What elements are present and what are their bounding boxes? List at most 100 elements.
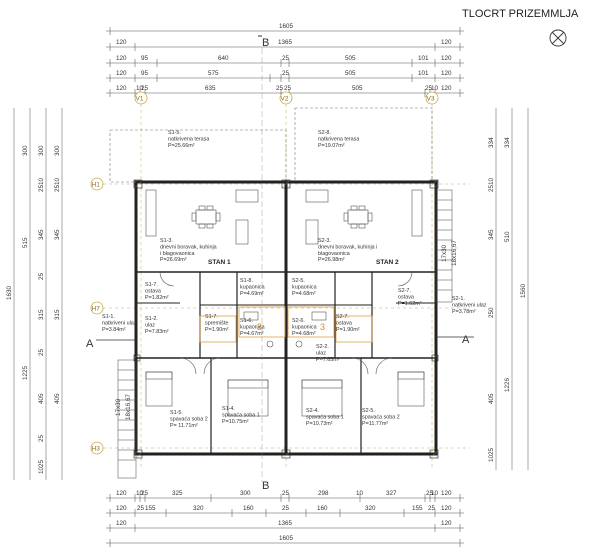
section-mark-a-left: A bbox=[86, 338, 94, 350]
dim-label: 334 bbox=[504, 137, 511, 148]
dim-label: 640 bbox=[218, 55, 229, 62]
dim-label: 505 bbox=[352, 85, 363, 92]
building-walls bbox=[134, 180, 438, 456]
structural-columns bbox=[133, 179, 439, 459]
room-label-line: P=1.62m² bbox=[398, 301, 422, 307]
room-label-line: S2-1. bbox=[452, 296, 465, 302]
dim-label: 95 bbox=[141, 55, 149, 62]
dim-label: 345 bbox=[488, 229, 495, 240]
room-label-line: S1-2. bbox=[145, 316, 158, 322]
room-label-line: P=11.77m² bbox=[362, 421, 388, 427]
dim-label: 315 bbox=[54, 309, 61, 320]
dim-label: 320 bbox=[365, 505, 376, 512]
axis-label-h1: H1 bbox=[92, 182, 101, 189]
axis-markers-top: V1 V2 V3 bbox=[134, 91, 439, 105]
room-label-line: S1-1. bbox=[102, 314, 115, 320]
bottom-dimension-lines bbox=[106, 494, 464, 547]
dim-label: 510 bbox=[504, 231, 511, 242]
furniture bbox=[145, 189, 425, 417]
dim-label: 25 bbox=[282, 490, 290, 497]
dim-label: 2510 bbox=[54, 177, 61, 192]
dim-label: 120 bbox=[441, 55, 452, 62]
dim-label: 25 bbox=[282, 505, 290, 512]
room-label-line: spavaća soba 1 bbox=[222, 412, 260, 418]
dim-label: 635 bbox=[205, 85, 216, 92]
room-label-line: P=4.68m² bbox=[292, 331, 316, 337]
dim-label: 345 bbox=[38, 229, 45, 240]
room-label-line: spavaća soba 2 bbox=[170, 416, 208, 422]
dim-label: 405 bbox=[54, 393, 61, 404]
highlight-bathrooms bbox=[199, 306, 373, 343]
top-dimension-values: 1605 120 1365 120 120 95 640 25 505 101 … bbox=[116, 23, 452, 92]
dim-label: 320 bbox=[193, 505, 204, 512]
axis-label-v2: V2 bbox=[281, 96, 289, 103]
dim-label: 1226 bbox=[504, 377, 511, 392]
room-label-line: P=19.07m² bbox=[318, 143, 345, 149]
dim-label: 120 bbox=[116, 490, 127, 497]
dim-label: 2510 bbox=[38, 177, 45, 192]
dim-label: 315 bbox=[38, 309, 45, 320]
dim-label: 250 bbox=[488, 307, 495, 318]
marker-3-left: 3 bbox=[257, 322, 262, 332]
room-label-line: S1-7. bbox=[205, 314, 218, 320]
stairs-right bbox=[435, 189, 453, 303]
right-dimension-values: 334 2510 345 250 405 1025 334 510 1226 1… bbox=[488, 137, 527, 462]
room-label-line: P=3.78m² bbox=[452, 309, 476, 315]
dim-label: 1365 bbox=[278, 39, 293, 46]
marker-3-right: 3 bbox=[320, 322, 325, 332]
room-label-line: P=1.82m² bbox=[145, 295, 169, 301]
room-label-line: P=25.66m² bbox=[168, 143, 195, 149]
stairs-left bbox=[117, 359, 137, 479]
dim-label: 160 bbox=[243, 505, 254, 512]
dim-label: 1025 bbox=[488, 447, 495, 462]
dim-label: 120 bbox=[441, 39, 452, 46]
dim-label: 160 bbox=[317, 505, 328, 512]
dim-label: 25 bbox=[282, 55, 290, 62]
room-label-line: ulaz bbox=[316, 350, 326, 356]
room-label-line: P=26.98m² bbox=[318, 257, 345, 263]
dim-label: 155 bbox=[412, 505, 423, 512]
unit-label-stan1: STAN 1 bbox=[208, 259, 231, 266]
stair-label-right-b: 18x16,67 bbox=[451, 240, 458, 266]
dim-label: 1025 bbox=[38, 459, 45, 474]
dim-label: 120 bbox=[116, 520, 127, 527]
room-label-line: ostava bbox=[398, 294, 414, 300]
dim-label: 298 bbox=[318, 490, 329, 497]
dim-label: 10 bbox=[431, 490, 439, 497]
dim-label: 25 bbox=[141, 490, 149, 497]
north-arrow-icon bbox=[549, 29, 567, 47]
dim-label: 405 bbox=[488, 393, 495, 404]
dim-label: 25 bbox=[38, 272, 45, 280]
room-label-line: S1-5. bbox=[168, 130, 181, 136]
room-label-line: P=7.65m² bbox=[316, 357, 340, 363]
room-label-line: spavaća soba 2 bbox=[362, 414, 400, 420]
bottom-dimension-values: 120 10 25 325 300 25 298 10 327 25 10 12… bbox=[116, 490, 452, 542]
section-mark-b-top: B bbox=[262, 37, 269, 49]
dim-label: 25 bbox=[137, 505, 145, 512]
dim-label: 10 bbox=[136, 490, 144, 497]
stair-label-left-b: 18x16,67 bbox=[125, 394, 132, 420]
room-label-line: dnevni boravak, kuhinja bbox=[160, 244, 217, 250]
room-label-line: P=10.73m² bbox=[306, 421, 333, 427]
dim-label: 25 bbox=[426, 490, 434, 497]
dim-label: 10 bbox=[356, 490, 364, 497]
room-label-line: P=4.69m² bbox=[240, 291, 264, 297]
dim-label: 120 bbox=[116, 70, 127, 77]
dim-label: 300 bbox=[240, 490, 251, 497]
dim-label: 1365 bbox=[278, 520, 293, 527]
dim-label: 300 bbox=[38, 145, 45, 156]
section-mark-a-right: A bbox=[462, 334, 470, 346]
room-label-line: P=4.68m² bbox=[292, 291, 316, 297]
room-label-line: S2-6. bbox=[292, 318, 305, 324]
room-label-line: S1-4. bbox=[222, 406, 235, 412]
dim-label: 10 bbox=[431, 85, 439, 92]
